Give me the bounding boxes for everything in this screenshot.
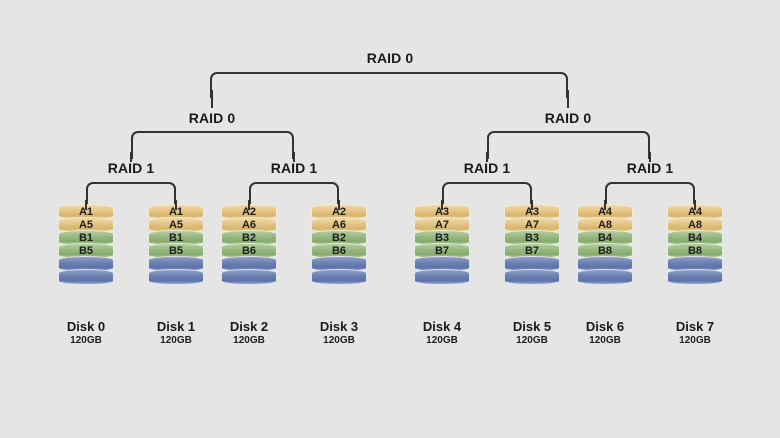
disk-caption: Disk 7 120GB	[676, 319, 714, 347]
disk-size: 120GB	[516, 335, 548, 346]
disk-caption: Disk 2 120GB	[230, 319, 268, 347]
disk-size: 120GB	[233, 335, 265, 346]
disk-stack: A4 A8 B4 B8	[667, 204, 723, 285]
stem-raid1-c-to-disk-4	[441, 200, 443, 210]
connector-raid1-a-bracket	[86, 182, 176, 207]
disk-stack: A3 A7 B3 B7	[414, 204, 470, 285]
raid-label-level2-left: RAID 0	[188, 110, 236, 126]
disk-block-unused	[577, 269, 633, 285]
disk-name: Disk 5	[512, 319, 552, 334]
disk-stack: A2 A6 B2 B6	[221, 204, 277, 285]
disk-name: Disk 2	[229, 319, 269, 334]
connector-raid1-b-bracket	[249, 182, 339, 207]
stem-root-to-level2-left	[211, 90, 213, 108]
disk-size: 120GB	[589, 335, 621, 346]
disk-block: A6	[311, 217, 367, 233]
disk-stack: A1 A5 B1 B5	[148, 204, 204, 285]
connector-root-bracket	[210, 72, 568, 98]
stem-root-to-level2-right	[567, 90, 569, 108]
stem-level2-left-to-raid1-a	[130, 152, 132, 162]
disk-name: Disk 6	[585, 319, 625, 334]
disk-block-unused	[221, 269, 277, 285]
disk-name: Disk 4	[422, 319, 462, 334]
disk-size: 120GB	[160, 335, 192, 346]
stem-level2-left-to-raid1-b	[293, 152, 295, 162]
raid-label-level2-right: RAID 0	[544, 110, 592, 126]
raid-label-level3-c: RAID 1	[463, 160, 511, 176]
raid-label-level3-d: RAID 1	[626, 160, 674, 176]
disk-stack: A2 A6 B2 B6	[311, 204, 367, 285]
disk-caption: Disk 3 120GB	[320, 319, 358, 347]
raid-label-level3-a: RAID 1	[107, 160, 155, 176]
disk-block: A3	[414, 204, 470, 220]
disk-caption: Disk 4 120GB	[423, 319, 461, 347]
disk-name: Disk 7	[675, 319, 715, 334]
disk-block: B4	[667, 230, 723, 246]
disk-block: B6	[311, 243, 367, 259]
stem-raid1-c-to-disk-5	[531, 200, 533, 210]
connector-level2-left-bracket	[131, 131, 294, 159]
disk-block-unused	[148, 269, 204, 285]
disk-stack: A4 A8 B4 B8	[577, 204, 633, 285]
raid-label-level3-b: RAID 1	[270, 160, 318, 176]
disk-stack: A1 A5 B1 B5	[58, 204, 114, 285]
stem-level2-right-to-raid1-c	[486, 152, 488, 162]
disk-block-unused	[58, 269, 114, 285]
disk-block: B2	[221, 230, 277, 246]
disk-block-unused	[311, 269, 367, 285]
disk-size: 120GB	[679, 335, 711, 346]
disk-name: Disk 3	[319, 319, 359, 334]
disk-caption: Disk 6 120GB	[586, 319, 624, 347]
disk-size: 120GB	[426, 335, 458, 346]
disk-caption: Disk 1 120GB	[157, 319, 195, 347]
stem-raid1-d-to-disk-7	[694, 200, 696, 210]
disk-block: A6	[221, 217, 277, 233]
stem-level2-right-to-raid1-d	[649, 152, 651, 162]
disk-name: Disk 1	[156, 319, 196, 334]
disk-block-unused	[504, 269, 560, 285]
disk-block: A8	[667, 217, 723, 233]
connector-raid1-d-bracket	[605, 182, 695, 207]
raid-label-root: RAID 0	[366, 50, 414, 66]
stem-raid1-a-to-disk-1	[175, 200, 177, 210]
connector-raid1-c-bracket	[442, 182, 532, 207]
disk-caption: Disk 0 120GB	[67, 319, 105, 347]
disk-size: 120GB	[70, 335, 102, 346]
disk-block: B7	[414, 243, 470, 259]
disk-block: B7	[504, 243, 560, 259]
connector-level2-right-bracket	[487, 131, 650, 159]
stem-raid1-a-to-disk-0	[85, 200, 87, 210]
disk-name: Disk 0	[66, 319, 106, 334]
disk-block-unused	[667, 269, 723, 285]
stem-raid1-d-to-disk-6	[604, 200, 606, 210]
stem-raid1-b-to-disk-2	[248, 200, 250, 210]
disk-stack: A3 A7 B3 B7	[504, 204, 560, 285]
disk-caption: Disk 5 120GB	[513, 319, 551, 347]
disk-block: B3	[414, 230, 470, 246]
disk-size: 120GB	[323, 335, 355, 346]
stem-raid1-b-to-disk-3	[338, 200, 340, 210]
disk-block-unused	[414, 269, 470, 285]
